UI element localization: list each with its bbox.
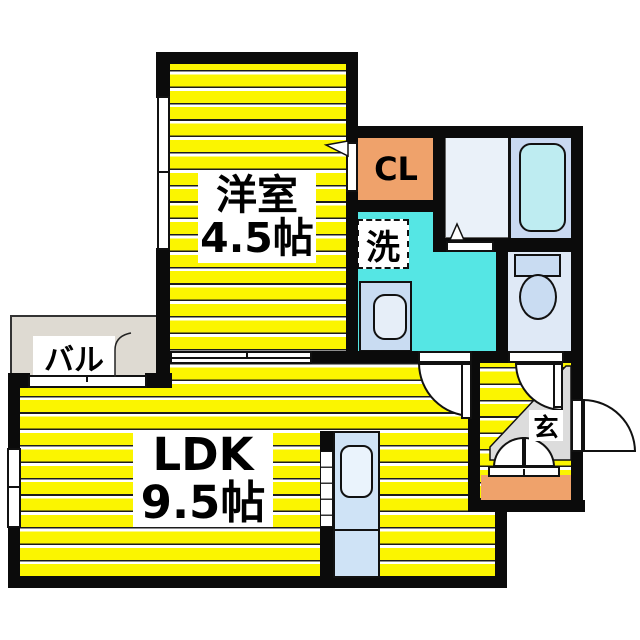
vanity-bowl-icon: [373, 294, 407, 340]
western-room-name: 洋室: [216, 170, 298, 219]
western-room-label: 洋室 4.5帖: [198, 171, 316, 263]
toilet-bowl-icon: [519, 274, 557, 320]
bathroom-zone-divider: [508, 137, 511, 238]
washroom-door-leaf: [461, 363, 472, 419]
bathtub-icon: [519, 143, 566, 232]
wall-hall-bottom: [468, 500, 585, 512]
bathroom-shower-zone: [445, 137, 511, 238]
closet-label: CL: [366, 152, 426, 186]
balcony-label: バル: [33, 336, 115, 378]
laundry-label-text: 洗: [366, 227, 400, 268]
shoe-closet-tick: [523, 469, 525, 475]
wall-bath-left: [433, 138, 445, 250]
closet-label-text: CL: [374, 150, 418, 188]
western-window-pane: [159, 98, 168, 173]
kitchen-partition: [320, 451, 333, 527]
genkan-label-text: 玄: [533, 412, 559, 442]
washroom-door-opening: [418, 351, 472, 363]
balcony-label-text: バル: [44, 343, 104, 378]
genkan-label: 玄: [529, 410, 563, 442]
closet-floor: [358, 138, 433, 200]
wall-balcony-corner-right: [145, 373, 172, 388]
wall-right-outer-lower: [571, 452, 583, 512]
wall-western-top: [156, 52, 358, 64]
kitchen-wall-stub-bottom: [320, 527, 334, 578]
ldk-label: LDK 9.5帖: [133, 431, 273, 527]
wall-western-left-lower: [156, 248, 170, 380]
wall-toilet-left: [496, 250, 508, 351]
wall-bath-top: [346, 126, 583, 138]
laundry-box: 洗: [357, 219, 409, 269]
front-door-leaf: [571, 399, 583, 452]
ldk-side-window: [7, 448, 21, 528]
wall-balcony-corner-left: [8, 373, 30, 388]
wall-right-outer-upper: [571, 126, 583, 399]
ldk-name: LDK: [152, 428, 254, 482]
ldk-side-window-pane: [9, 450, 19, 488]
kitchen-sink-icon: [340, 445, 373, 498]
western-room-size: 4.5帖: [200, 214, 314, 262]
balcony-window-divider: [86, 377, 88, 382]
toilet-door-opening: [508, 351, 564, 363]
western-window: [157, 96, 170, 250]
wall-closet-bottom: [346, 200, 445, 212]
sliding-door-midline: [172, 357, 310, 359]
toilet-door-leaf: [553, 363, 563, 408]
shoe-cabinet: [481, 475, 571, 502]
closet-opening: [346, 142, 358, 192]
front-door-arc-icon: [583, 399, 636, 452]
washroom-floor-lower: [433, 250, 496, 351]
bath-door: [446, 241, 494, 252]
ldk-size: 9.5帖: [140, 476, 266, 529]
wall-western-left-upper: [156, 52, 170, 98]
wall-ldk-bottom: [8, 576, 507, 588]
kitchen-counter-divider: [334, 529, 379, 531]
balcony-window: [28, 375, 147, 388]
wall-step-right: [495, 512, 507, 588]
sliding-door-tick: [246, 353, 248, 358]
kitchen-wall-stub-top: [320, 431, 334, 451]
western-ldk-sliding-door: [170, 351, 312, 364]
